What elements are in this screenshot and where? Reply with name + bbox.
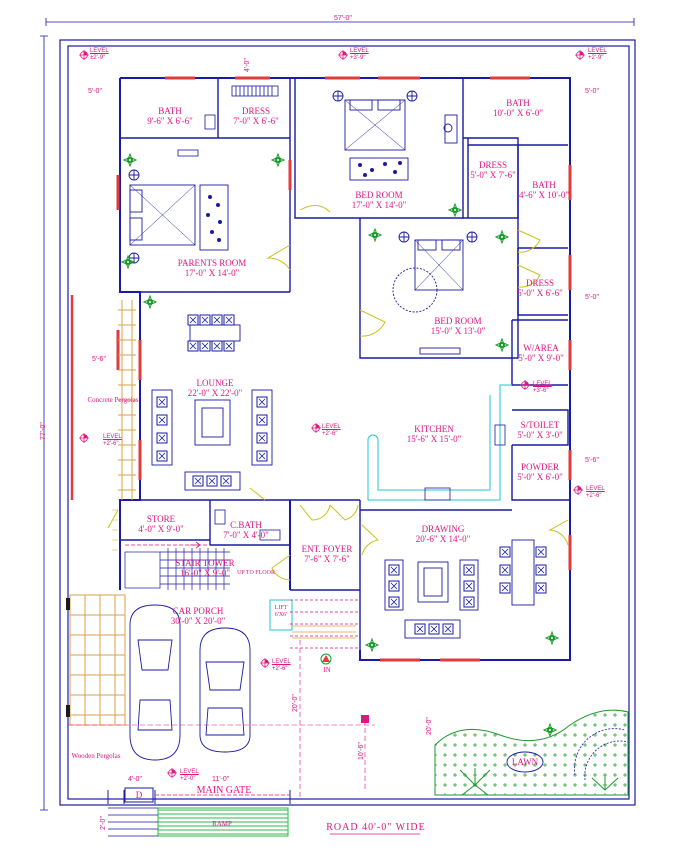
- level-label: LEVEL+2'-0": [180, 769, 199, 782]
- dimension-top-setback: 4'-0": [244, 58, 251, 72]
- dimension-gate-offset: 10'-6": [358, 742, 365, 760]
- dimension-left-setback: 5'-0": [88, 88, 102, 95]
- dimension-right-setback: 5'-0": [585, 88, 599, 95]
- level-label: LEVEL+2'-6": [586, 486, 605, 499]
- road-label: ROAD 40'-0" WIDE: [326, 822, 426, 833]
- wooden-pergolas-label: Wooden Pergolas: [71, 752, 121, 760]
- dimension-right-offset-2: 5'-0": [585, 294, 599, 301]
- dimension-gate-right: 11'-0": [212, 776, 230, 783]
- overall-width-dimension: 57'-0": [334, 15, 352, 22]
- dimension-gate-left: 4'-0": [128, 776, 142, 783]
- lawn-label: LAWN: [511, 757, 539, 767]
- level-label: LEVEL+3'-6": [533, 381, 552, 394]
- dimension-step-depth: 2'-0": [100, 816, 107, 830]
- ramp-label: RAMP: [212, 820, 232, 828]
- gate-door-label: D: [135, 790, 143, 800]
- level-label: LEVEL+2'-9": [588, 48, 607, 61]
- dimension-porch-depth: 20'-0": [292, 694, 299, 712]
- overall-depth-dimension: 77'-0": [40, 422, 47, 440]
- level-label: LEVEL+2'-6": [272, 659, 291, 672]
- level-label: LEVEL+2'-6": [322, 424, 341, 437]
- up-to-floor-label: UP TO FLOOR: [237, 570, 275, 576]
- level-label: LEVEL±2'-9": [90, 48, 109, 61]
- level-label: LEVEL+3'-9": [350, 48, 369, 61]
- entry-label: IN: [323, 666, 331, 674]
- level-label: LEVEL+2'-6": [103, 434, 122, 447]
- dimension-right-offset-3: 5'-6": [585, 457, 599, 464]
- concrete-pergolas-label: Concrete Pergolas: [87, 396, 139, 404]
- dimension-pergola-offset: 5'-6": [92, 356, 106, 363]
- dimension-lawn-depth: 20'-0": [426, 717, 433, 735]
- main-gate-label: MAIN GATE: [196, 785, 252, 796]
